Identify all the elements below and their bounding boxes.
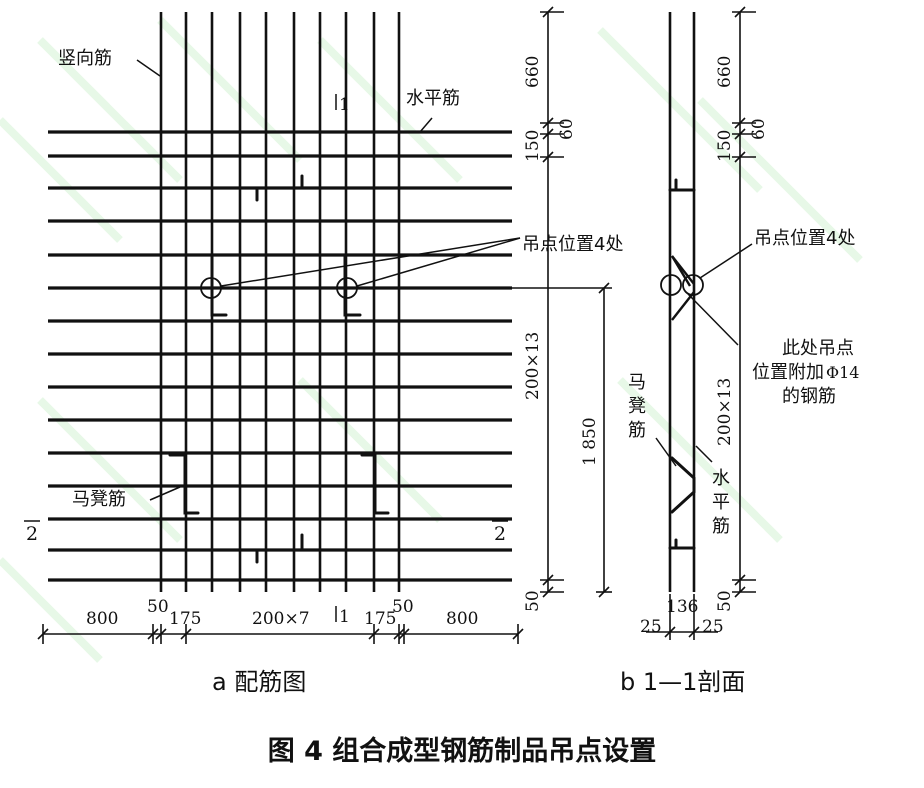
lift-point-leader-2 (356, 237, 521, 287)
lift-point-circle-mid (336, 277, 358, 299)
section-horizontal-char-3: 筋 (712, 516, 730, 537)
dim-660: 660 (523, 56, 543, 88)
dim-150: 150 (523, 130, 543, 162)
horizontal-bar-label: 水平筋 (406, 88, 460, 109)
section-lift-leader (699, 243, 753, 279)
vertical-bar-label: 竖向筋 (58, 48, 112, 69)
extra-bar-note-3: 的钢筋 (782, 386, 836, 407)
reinforcement-plan: 竖向筋 水平筋 吊点位置4处 马凳筋 1 1 2 2 800 50 175 20… (24, 6, 623, 696)
caption-a: a 配筋图 (212, 668, 306, 696)
bottom-dimension-chain: 800 50 175 200×7 175 50 800 (37, 597, 524, 644)
section-chair-leader (655, 437, 677, 467)
dim-175-left: 175 (169, 609, 201, 629)
section-horizontal-char-1: 水 (712, 468, 730, 489)
lift-hook-top (255, 174, 304, 202)
section-extra-bar-leader (687, 293, 739, 346)
figure-title: 图 4 组合成型钢筋制品吊点设置 (268, 735, 657, 767)
section-chair-bar (670, 456, 696, 514)
section-dim-25-right: 25 (702, 617, 724, 637)
section-mark-top: 1 (339, 95, 350, 115)
lift-point-circle-left (200, 277, 222, 299)
section-vertical-dimension-chain: 660 60 150 200×13 50 (715, 6, 769, 612)
chair-bar-leader (149, 486, 181, 501)
section-lift-circle-right (682, 274, 704, 296)
section-dim-150: 150 (715, 130, 735, 162)
section-dim-660: 660 (715, 56, 735, 88)
dim-175-right: 175 (364, 609, 396, 629)
caption-b: b 1—1剖面 (620, 668, 745, 696)
lift-point-label: 吊点位置4处 (522, 234, 623, 255)
dim-50-left: 50 (147, 597, 169, 617)
section-dim-25-left: 25 (640, 617, 662, 637)
lift-hook-left (210, 253, 228, 317)
extra-bar-note-rebar: Φ14 (826, 363, 859, 382)
section-chair-char-1: 马 (628, 372, 646, 393)
section-horizontal-char-2: 平 (712, 492, 730, 513)
chair-bar-left (168, 453, 200, 515)
extra-bar-note-2: 位置附加 (752, 362, 824, 383)
watermark (0, 17, 863, 663)
dim-50-right: 50 (392, 597, 414, 617)
dim-200x13: 200×13 (523, 332, 543, 400)
vertical-bar-leader (136, 59, 161, 77)
section-1-1: 吊点位置4处 此处吊点 位置附加 Φ14 的钢筋 马 凳 筋 水 平 筋 660… (620, 6, 859, 696)
lift-cross-3 (670, 255, 692, 287)
section-dim-136: 136 (666, 597, 698, 617)
dim-800-right: 800 (446, 609, 478, 629)
dim-50-bottom: 50 (523, 590, 543, 612)
section-lift-label: 吊点位置4处 (754, 228, 855, 249)
chair-bar-label: 马凳筋 (72, 489, 126, 510)
section-bottom-dimension: 136 25 25 (640, 594, 724, 640)
plan-vertical-dimension-chain: 660 60 150 200×13 50 1 850 (500, 6, 612, 612)
dim-1850: 1 850 (580, 417, 600, 466)
section-lift-circle-left (660, 274, 682, 296)
lift-point-leader-1 (220, 237, 521, 287)
dim-200x7: 200×7 (252, 609, 310, 629)
vertical-bars (159, 12, 401, 592)
section-dim-50: 50 (715, 590, 735, 612)
section-tie-bottom (668, 538, 696, 550)
dim-60: 60 (557, 118, 577, 140)
horizontal-bar-leader (419, 117, 433, 133)
section-dim-200x13: 200×13 (715, 378, 735, 446)
section-chair-char-2: 凳 (628, 396, 646, 417)
cut-mark-right: 2 (494, 523, 506, 545)
cut-mark-left: 2 (26, 523, 38, 545)
section-chair-char-3: 筋 (628, 420, 646, 441)
section-mark-bottom: 1 (339, 607, 350, 627)
bottom-dimension-ticks (37, 624, 524, 644)
horizontal-bars (48, 130, 512, 582)
lift-hook-mid (343, 253, 362, 317)
dim-800-left: 800 (86, 609, 118, 629)
section-tie-top (668, 178, 696, 192)
lift-hook-bottom (255, 533, 304, 564)
chair-bar-right (360, 453, 390, 515)
extra-bar-note-1: 此处吊点 (782, 338, 854, 359)
section-horizontal-leader (695, 445, 713, 463)
section-dim-60: 60 (749, 118, 769, 140)
